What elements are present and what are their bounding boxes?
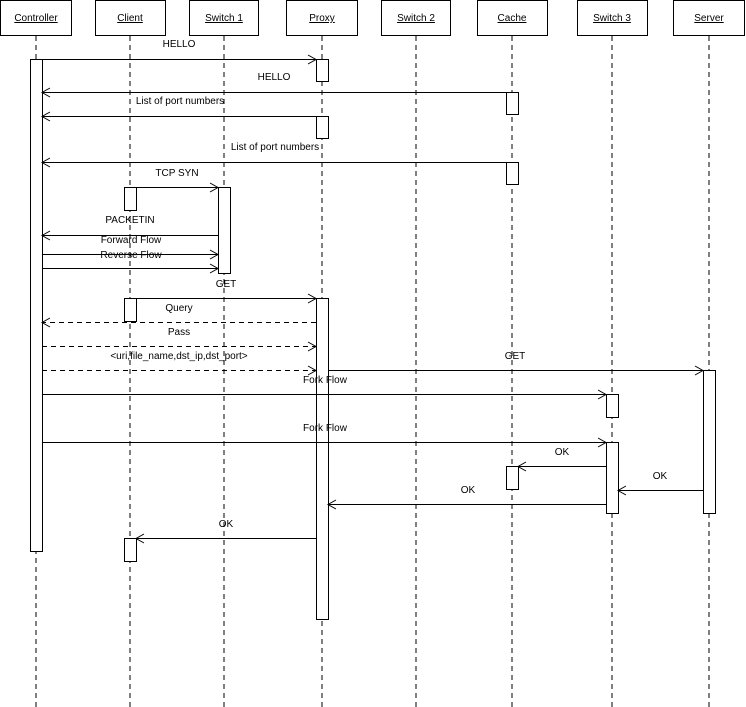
message-label: Forward Flow	[101, 235, 162, 246]
message-label: PACKETIN	[105, 215, 154, 226]
message-ok-switch3-to-cache: OK	[516, 447, 606, 472]
arrowhead-left-icon	[40, 157, 51, 168]
arrowhead-right-icon	[209, 263, 220, 274]
participant-switch2-label: Switch 2	[397, 13, 435, 24]
message-query-proxy-to-controller: Query	[40, 303, 316, 328]
message-label: Query	[165, 303, 192, 314]
participant-controller-label: Controller	[14, 13, 58, 24]
participant-switch1-label: Switch 1	[205, 13, 243, 24]
message-label: List of port numbers	[136, 96, 224, 107]
message-label: Pass	[168, 327, 190, 338]
arrowhead-right-icon	[307, 341, 318, 352]
activation-switch3-2	[606, 442, 619, 514]
activation-cache-3	[506, 466, 519, 490]
message-label: List of port numbers	[231, 142, 319, 153]
activation-cache-2	[506, 162, 519, 185]
message-hello-controller-to-proxy: HELLO	[42, 39, 318, 65]
message-ports-cache-to-controller: List of port numbers	[40, 142, 506, 168]
message-label: Reverse Flow	[100, 250, 162, 261]
arrowhead-left-icon	[134, 533, 145, 544]
message-uri-controller-to-proxy: <uri,file_name,dst_ip,dst_port>	[42, 351, 318, 376]
participant-proxy-box	[286, 0, 358, 36]
message-ok-proxy-to-client: OK	[134, 519, 316, 544]
arrowhead-right-icon	[694, 365, 705, 376]
participant-proxy-label: Proxy	[309, 13, 335, 24]
arrowhead-left-icon	[326, 499, 337, 510]
activation-switch1	[218, 187, 231, 274]
message-label: HELLO	[163, 39, 196, 50]
activation-server	[703, 370, 716, 514]
message-label: Fork Flow	[303, 423, 348, 434]
participant-server-box	[673, 0, 745, 36]
arrowhead-right-icon	[209, 182, 220, 193]
arrowhead-left-icon	[40, 230, 51, 241]
activation-proxy-2	[316, 116, 329, 139]
message-get-client-to-proxy: GET	[136, 279, 318, 304]
activation-switch3-1	[606, 394, 619, 418]
participant-switch3-box	[577, 0, 648, 36]
message-fork-flow-controller-to-switch3-1: Fork Flow	[42, 375, 608, 400]
arrowhead-right-icon	[307, 365, 318, 376]
activation-client-1	[124, 187, 137, 211]
activation-cache-1	[506, 92, 519, 115]
arrowhead-right-icon	[307, 293, 318, 304]
arrowhead-left-icon	[516, 461, 527, 472]
arrowhead-left-icon	[40, 111, 51, 122]
lifelines	[35, 36, 710, 707]
arrowhead-left-icon	[616, 485, 627, 496]
arrowhead-right-icon	[307, 54, 318, 65]
message-label: OK	[555, 447, 570, 458]
message-label: GET	[216, 279, 237, 290]
activation-bars	[30, 59, 716, 620]
messages: HELLO HELLO List of port numbers List of…	[40, 39, 705, 544]
message-label: OK	[461, 485, 476, 496]
arrowhead-left-icon	[40, 87, 51, 98]
message-get-proxy-to-server: GET	[328, 351, 705, 376]
message-pass-controller-to-proxy: Pass	[42, 327, 318, 352]
arrowhead-right-icon	[597, 437, 608, 448]
participant-controller-box	[0, 0, 72, 36]
participant-client-label: Client	[117, 13, 143, 24]
message-ok-switch3-to-proxy: OK	[326, 485, 606, 510]
message-reverse-flow-controller-to-switch1: Reverse Flow	[42, 250, 220, 274]
activation-client-3	[124, 538, 137, 562]
message-ok-server-to-switch3: OK	[616, 471, 703, 496]
activation-client-2	[124, 298, 137, 322]
message-label: OK	[219, 519, 234, 530]
message-ports-proxy-to-controller: List of port numbers	[40, 96, 316, 122]
message-label: <uri,file_name,dst_ip,dst_port>	[110, 351, 247, 362]
arrowhead-right-icon	[209, 249, 220, 260]
message-fork-flow-controller-to-switch3-2: Fork Flow	[42, 423, 608, 448]
participant-headers: Controller Client Switch 1 Proxy Switch …	[0, 0, 745, 36]
participant-cache-box	[477, 0, 548, 36]
message-packetin-switch1-to-controller: PACKETIN	[40, 215, 218, 241]
message-tcp-syn-client-to-switch1: TCP SYN	[136, 168, 220, 193]
participant-switch1-box	[189, 0, 259, 36]
message-hello-cache-to-controller: HELLO	[40, 72, 506, 98]
activation-controller	[30, 59, 43, 552]
participant-client-box	[95, 0, 166, 36]
arrowhead-right-icon	[597, 389, 608, 400]
participant-cache-label: Cache	[498, 13, 527, 24]
message-label: TCP SYN	[155, 168, 198, 179]
arrowhead-left-icon	[40, 317, 51, 328]
participant-switch2-box	[381, 0, 451, 36]
message-label: GET	[505, 351, 526, 362]
message-label: Fork Flow	[303, 375, 348, 386]
participant-server-label: Server	[694, 13, 724, 24]
message-label: OK	[653, 471, 668, 482]
activation-proxy-3	[316, 298, 329, 620]
activation-proxy-1	[316, 59, 329, 82]
message-forward-flow-controller-to-switch1: Forward Flow	[42, 235, 220, 260]
message-label: HELLO	[258, 72, 291, 83]
participant-switch3-label: Switch 3	[593, 13, 631, 24]
